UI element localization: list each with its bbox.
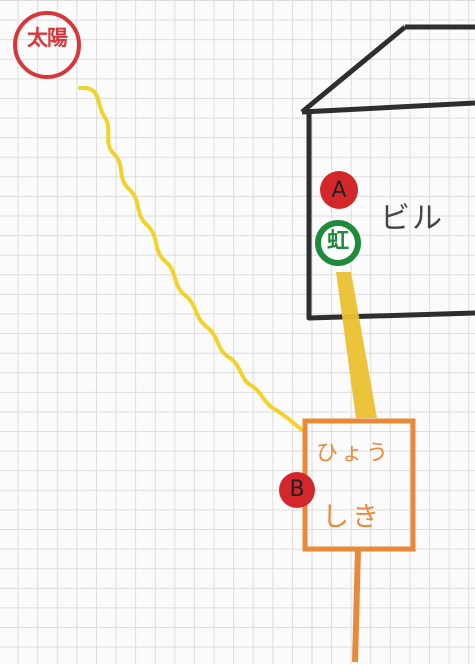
sun-ray: [78, 85, 304, 432]
sun-icon: [13, 11, 81, 79]
point-b-label: B: [289, 477, 305, 502]
point-b-marker: [279, 472, 315, 508]
shadow-band: [336, 272, 377, 418]
building-label: ビル: [380, 201, 444, 236]
rainbow-label: 虹: [326, 229, 349, 254]
building-outline: [300, 24, 475, 321]
sundial-post: [352, 548, 361, 663]
point-a-label: A: [331, 178, 347, 203]
sun-label: 太陽: [27, 26, 68, 50]
rainbow-marker: [315, 220, 361, 266]
sundial-label-line1: ひょう: [316, 441, 392, 466]
sundial-label-line2: しき: [322, 502, 382, 533]
point-a-marker: [320, 171, 358, 209]
